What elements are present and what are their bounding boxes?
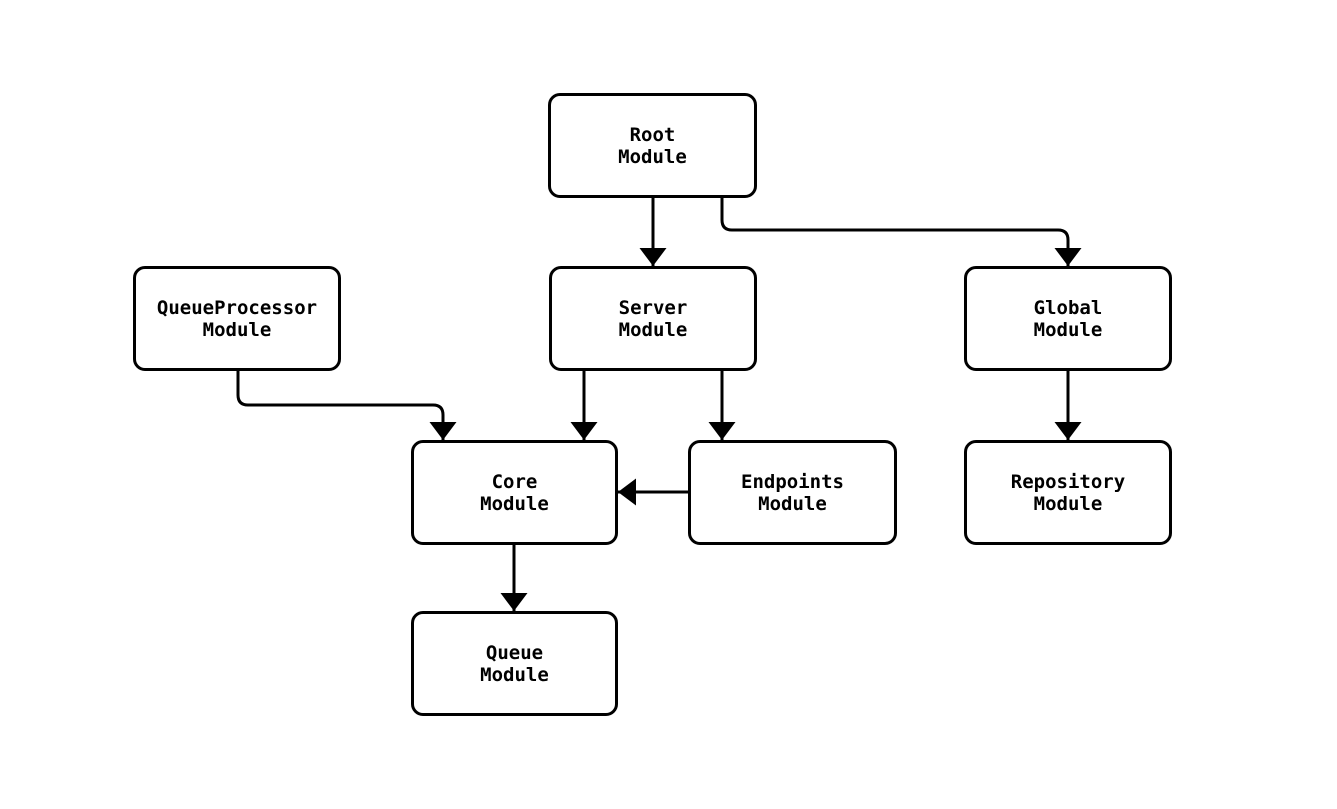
node-global-module: Global Module bbox=[964, 266, 1172, 371]
node-endpoints-module: Endpoints Module bbox=[688, 440, 897, 545]
node-repository-module: Repository Module bbox=[964, 440, 1172, 545]
node-endpoints-module-label: Endpoints Module bbox=[741, 470, 844, 515]
node-queue-module: Queue Module bbox=[411, 611, 618, 716]
node-queue-module-label: Queue Module bbox=[480, 641, 549, 686]
node-core-module: Core Module bbox=[411, 440, 618, 545]
node-server-module-label: Server Module bbox=[618, 296, 688, 341]
node-core-module-label: Core Module bbox=[480, 470, 549, 515]
node-queueprocessor-module: QueueProcessor Module bbox=[133, 266, 341, 371]
edge-queueprocessor-to-core bbox=[236, 371, 457, 440]
node-root-module-label: Root Module bbox=[618, 123, 687, 168]
node-server-module: Server Module bbox=[549, 266, 757, 371]
node-global-module-label: Global Module bbox=[1033, 296, 1103, 341]
node-repository-module-label: Repository Module bbox=[1010, 470, 1126, 515]
node-queueprocessor-module-label: QueueProcessor Module bbox=[156, 296, 318, 341]
node-root-module: Root Module bbox=[548, 93, 757, 198]
edge-root-to-global bbox=[720, 198, 1082, 266]
